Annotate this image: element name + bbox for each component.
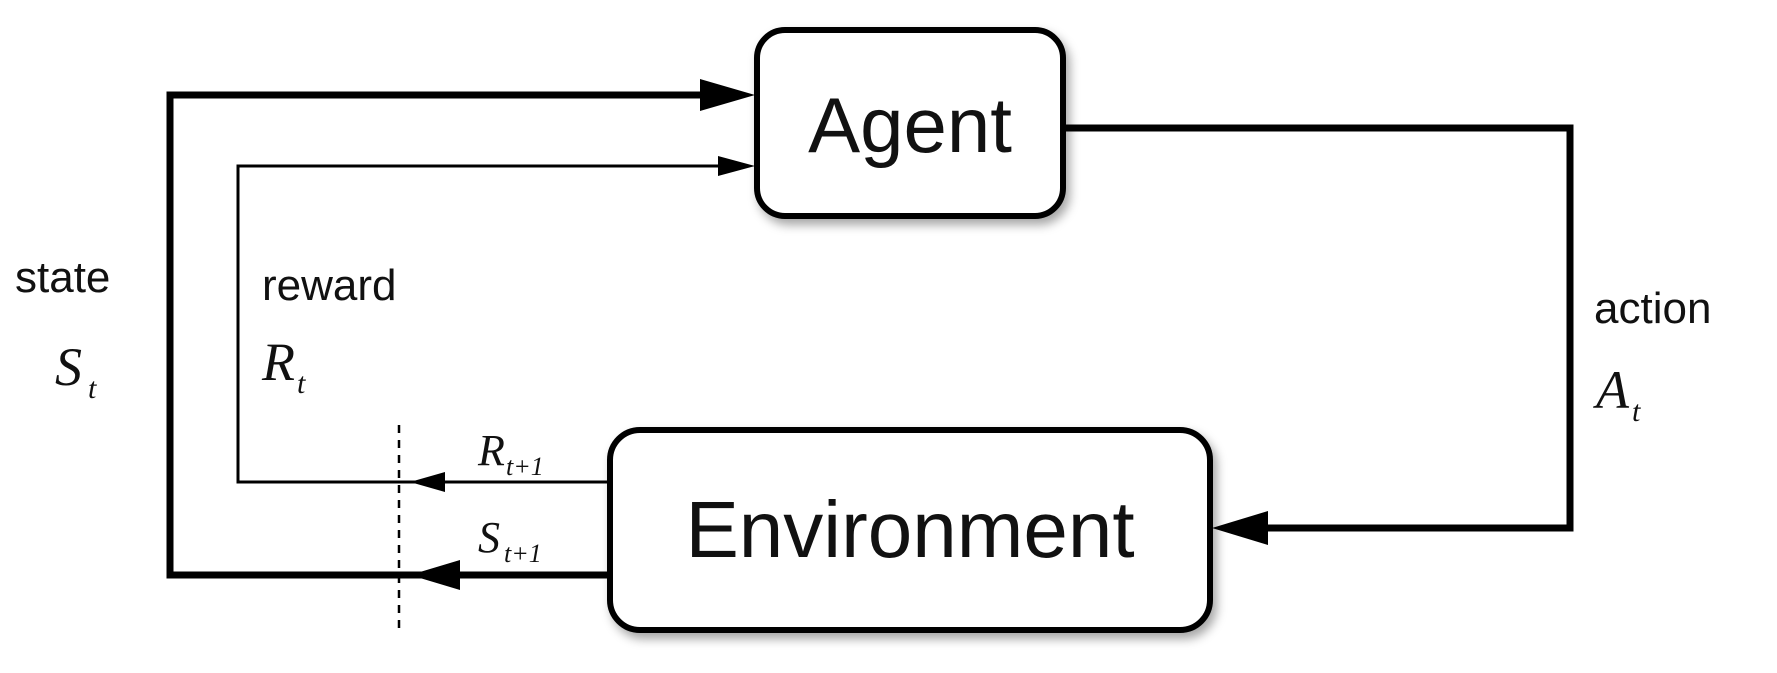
state-symbol: S t — [55, 337, 97, 405]
next-reward-arrowhead-icon — [410, 472, 445, 492]
next-state-arrowhead-icon — [410, 560, 460, 590]
svg-text:R: R — [477, 426, 505, 475]
reward-arrowhead-icon — [718, 156, 755, 176]
action-symbol: A t — [1593, 360, 1641, 428]
next-reward-symbol: R t+1 — [477, 426, 544, 481]
reward-symbol: R t — [261, 332, 306, 400]
environment-box: Environment — [607, 427, 1213, 633]
action-arrow — [1063, 124, 1574, 545]
svg-text:t: t — [1632, 395, 1641, 428]
svg-text:A: A — [1593, 360, 1630, 420]
svg-text:R: R — [261, 332, 295, 392]
svg-text:S: S — [55, 337, 82, 397]
action-label: action — [1594, 284, 1711, 333]
action-arrowhead-icon — [1212, 511, 1268, 545]
environment-label: Environment — [685, 485, 1134, 574]
svg-text:t+1: t+1 — [506, 452, 544, 481]
state-arrow — [166, 79, 755, 579]
agent-label: Agent — [808, 81, 1012, 169]
svg-text:S: S — [478, 513, 500, 562]
svg-text:t: t — [297, 367, 306, 400]
state-label: state — [15, 253, 110, 302]
svg-text:t: t — [88, 372, 97, 405]
svg-text:t+1: t+1 — [504, 539, 542, 568]
agent-box: Agent — [754, 27, 1066, 219]
reward-label: reward — [262, 261, 397, 310]
next-state-symbol: S t+1 — [478, 513, 542, 568]
state-arrowhead-icon — [700, 79, 755, 111]
